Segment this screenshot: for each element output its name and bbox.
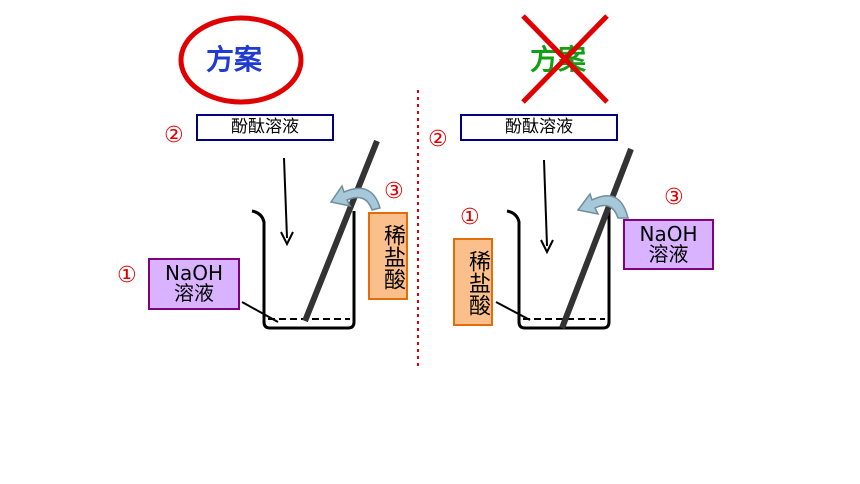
left-naoh-line2: 溶液 bbox=[174, 281, 214, 305]
left-drop-arrow bbox=[280, 157, 294, 247]
right-drop-arrow bbox=[540, 159, 554, 255]
right-glass-rod bbox=[559, 147, 634, 330]
title-circle bbox=[178, 15, 304, 105]
right-naoh-line1: NaOH bbox=[639, 222, 698, 246]
right-acid-pointer bbox=[495, 301, 531, 321]
left-naoh-pointer bbox=[241, 301, 279, 323]
right-indicator-number: ② bbox=[428, 127, 448, 152]
right-pour-arrow bbox=[576, 192, 629, 219]
right-base-number: ③ bbox=[664, 185, 684, 210]
right-acid-number: ① bbox=[460, 205, 480, 230]
right-naoh-box: NaOH 溶液 bbox=[623, 219, 714, 270]
left-acid-box: 稀盐酸 bbox=[368, 212, 408, 300]
left-beaker bbox=[251, 209, 356, 330]
left-scheme-title: 方案 bbox=[206, 43, 263, 76]
cross-icon bbox=[521, 14, 609, 104]
left-naoh-box: NaOH 溶液 bbox=[148, 258, 240, 310]
left-base-number: ① bbox=[117, 263, 137, 288]
right-beaker bbox=[506, 209, 611, 330]
right-naoh-line2: 溶液 bbox=[648, 242, 689, 266]
left-naoh-line1: NaOH bbox=[165, 261, 223, 285]
left-indicator-number: ② bbox=[164, 123, 184, 148]
left-acid-number: ③ bbox=[384, 179, 404, 204]
right-indicator-label: 酚酞溶液 bbox=[460, 114, 618, 141]
left-indicator-label: 酚酞溶液 bbox=[196, 114, 334, 141]
left-glass-rod bbox=[302, 139, 380, 323]
left-pour-arrow bbox=[329, 184, 381, 211]
right-acid-box: 稀盐酸 bbox=[453, 238, 493, 326]
